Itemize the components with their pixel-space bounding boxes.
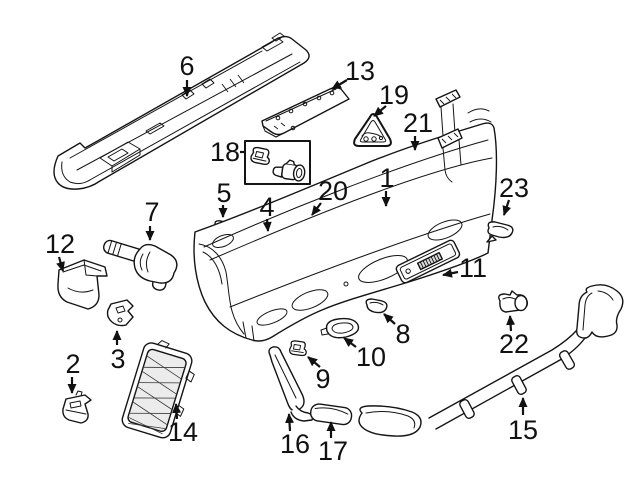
part-number-label: 12: [45, 229, 75, 259]
part-number-label: 20: [318, 176, 348, 206]
part-tow-hook: [102, 239, 178, 291]
part-number-label: 1: [379, 163, 394, 193]
callout-9-clip-bottom: 9: [307, 356, 331, 394]
part-mounting-plate: [261, 86, 350, 138]
callout-23-tow-eye-cover: 23: [499, 173, 529, 216]
part-clip-bottom: [289, 340, 307, 357]
part-number-label: 22: [499, 329, 529, 359]
part-number-label: 23: [499, 173, 529, 203]
part-corner-strip: [268, 346, 314, 422]
callout-arrow: [373, 105, 387, 117]
callout-arrow: [172, 403, 182, 420]
part-number-label: 7: [144, 197, 159, 227]
part-bumper-cover: [193, 89, 498, 342]
part-vent-grille: [121, 340, 195, 439]
callout-arrow: [307, 356, 321, 368]
part-bracket-small: [106, 299, 134, 327]
part-number-label: 15: [508, 415, 538, 445]
callout-arrow: [311, 202, 322, 216]
part-number-label: 18: [210, 137, 240, 167]
callout-arrow: [442, 268, 459, 278]
callout-18-sensor-kit-box: 18: [210, 137, 245, 167]
part-number-label: 6: [179, 51, 194, 81]
callout-15-lower-trim-bar: 15: [508, 397, 538, 445]
part-number-label: 13: [345, 56, 375, 86]
part-number-label: 9: [315, 364, 330, 394]
part-guide-bracket: [320, 317, 360, 339]
callout-arrow: [262, 218, 272, 232]
callout-5-clip-top-left: 5: [216, 178, 232, 218]
part-number-label: 5: [216, 178, 231, 208]
callout-12-bracket-side: 12: [45, 229, 75, 272]
callout-arrow: [383, 313, 396, 325]
callout-arrow: [56, 256, 65, 272]
callout-arrow: [285, 413, 295, 432]
part-cover-cap-center: [365, 298, 388, 314]
part-number-label: 4: [259, 192, 274, 222]
part-impact-bar: [53, 32, 310, 190]
callout-arrow: [502, 199, 512, 216]
callout-4-park-sensor-center: 4: [259, 192, 275, 232]
part-number-label: 8: [395, 319, 410, 349]
part-lower-trim-bar: [358, 284, 624, 437]
part-cover-cap-right: [498, 290, 529, 313]
part-bracket-lower-left: [62, 390, 92, 424]
callout-22-cover-cap-right: 22: [499, 315, 529, 359]
callout-10-guide-bracket: 10: [343, 337, 386, 372]
callout-8-cover-cap-center: 8: [383, 313, 411, 349]
callout-17-bumper-pad: 17: [318, 421, 348, 466]
callout-19-warning-triangle-label: 19: [373, 80, 409, 117]
part-bracket-side: [57, 259, 108, 310]
part-bumper-pad: [309, 403, 353, 426]
callout-6-impact-bar: 6: [179, 51, 195, 97]
part-number-label: 21: [403, 108, 433, 138]
part-number-label: 17: [318, 436, 348, 466]
callout-arrow: [506, 315, 516, 332]
callout-16-corner-strip: 16: [280, 413, 310, 459]
part-number-label: 2: [65, 349, 80, 379]
callout-13-mounting-plate: 13: [331, 56, 375, 90]
part-tow-eye-cover: [486, 221, 514, 243]
part-number-label: 19: [379, 80, 409, 110]
callout-7-tow-hook: 7: [144, 197, 160, 241]
callout-11-step-pad: 11: [442, 253, 487, 283]
callout-20-park-sensor-right: 20: [311, 176, 348, 216]
part-number-label: 16: [280, 429, 310, 459]
part-warning-triangle-label: [353, 113, 392, 147]
callout-1-bumper-cover: 1: [379, 163, 395, 207]
part-sensor-kit-box: [244, 140, 311, 185]
callout-21-clip-right: 21: [403, 108, 433, 151]
callout-3-bracket-small: 3: [110, 330, 126, 374]
callout-14-vent-grille: 14: [168, 403, 198, 447]
part-number-label: 10: [356, 342, 386, 372]
part-number-label: 3: [110, 344, 125, 374]
callout-arrow: [331, 79, 348, 90]
part-number-label: 11: [459, 253, 487, 283]
part-step-pad: [395, 239, 461, 284]
callout-arrow: [343, 337, 357, 348]
part-number-label: 14: [168, 417, 198, 447]
callout-2-bracket-lower-left: 2: [65, 349, 81, 394]
